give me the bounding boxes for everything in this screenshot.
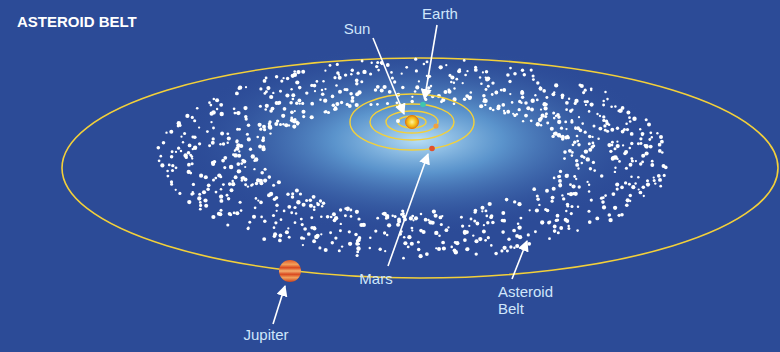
part-label: Sun [344,20,371,37]
diagram-title: ASTEROID BELT [17,13,137,31]
leader-lines [273,25,527,324]
part-label: Mars [359,270,392,287]
part-label: Asteroid Belt [498,283,562,317]
part-label: Jupiter [243,326,288,343]
inner-orbits [350,94,474,150]
jupiter-orbit [62,58,778,278]
earth [420,102,426,108]
mercury [396,119,400,123]
venus [433,123,438,128]
asteroid-dots [157,58,668,260]
jupiter [279,260,301,282]
inner-glow [178,45,658,235]
mars [429,146,435,152]
part-label: Earth [422,5,458,22]
sun [406,116,419,129]
